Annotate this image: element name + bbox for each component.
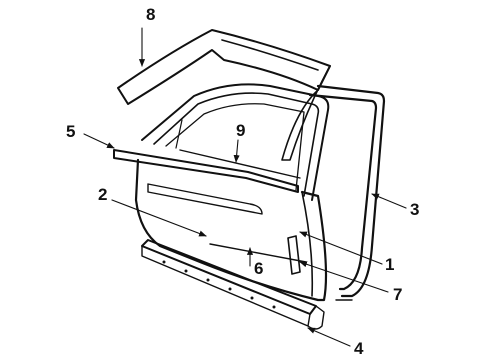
leader-9 (233, 139, 240, 163)
leader-1 (299, 231, 383, 265)
part-5-belt-weatherstrip (113, 149, 299, 193)
leader-5 (83, 133, 115, 149)
callout-2: 2 (98, 185, 107, 204)
part-9-glass-run (179, 149, 301, 179)
door-window-frame (141, 83, 330, 201)
callout-7: 7 (393, 285, 402, 304)
rocker-fastener-holes (162, 260, 276, 309)
callout-leaders (83, 27, 407, 347)
part-3-weatherstrip (308, 84, 386, 301)
leader-3 (371, 193, 407, 209)
callout-1: 1 (385, 255, 394, 274)
callout-labels: 8 5 9 2 6 3 1 7 4 (66, 5, 419, 358)
callout-6: 6 (254, 259, 263, 278)
leader-4 (307, 327, 351, 347)
part-2-door-panel (134, 158, 328, 302)
callout-8: 8 (146, 5, 155, 24)
part-7-pillar-applique (287, 235, 301, 275)
callout-3: 3 (410, 200, 419, 219)
part-8-roof-moulding (117, 29, 331, 161)
callout-4: 4 (354, 339, 364, 358)
callout-9: 9 (236, 121, 245, 140)
part-6-body-moulding (209, 243, 307, 263)
leader-2 (111, 199, 207, 237)
part-4-rocker-moulding (141, 239, 325, 330)
callout-5: 5 (66, 122, 75, 141)
leader-7 (299, 261, 389, 293)
